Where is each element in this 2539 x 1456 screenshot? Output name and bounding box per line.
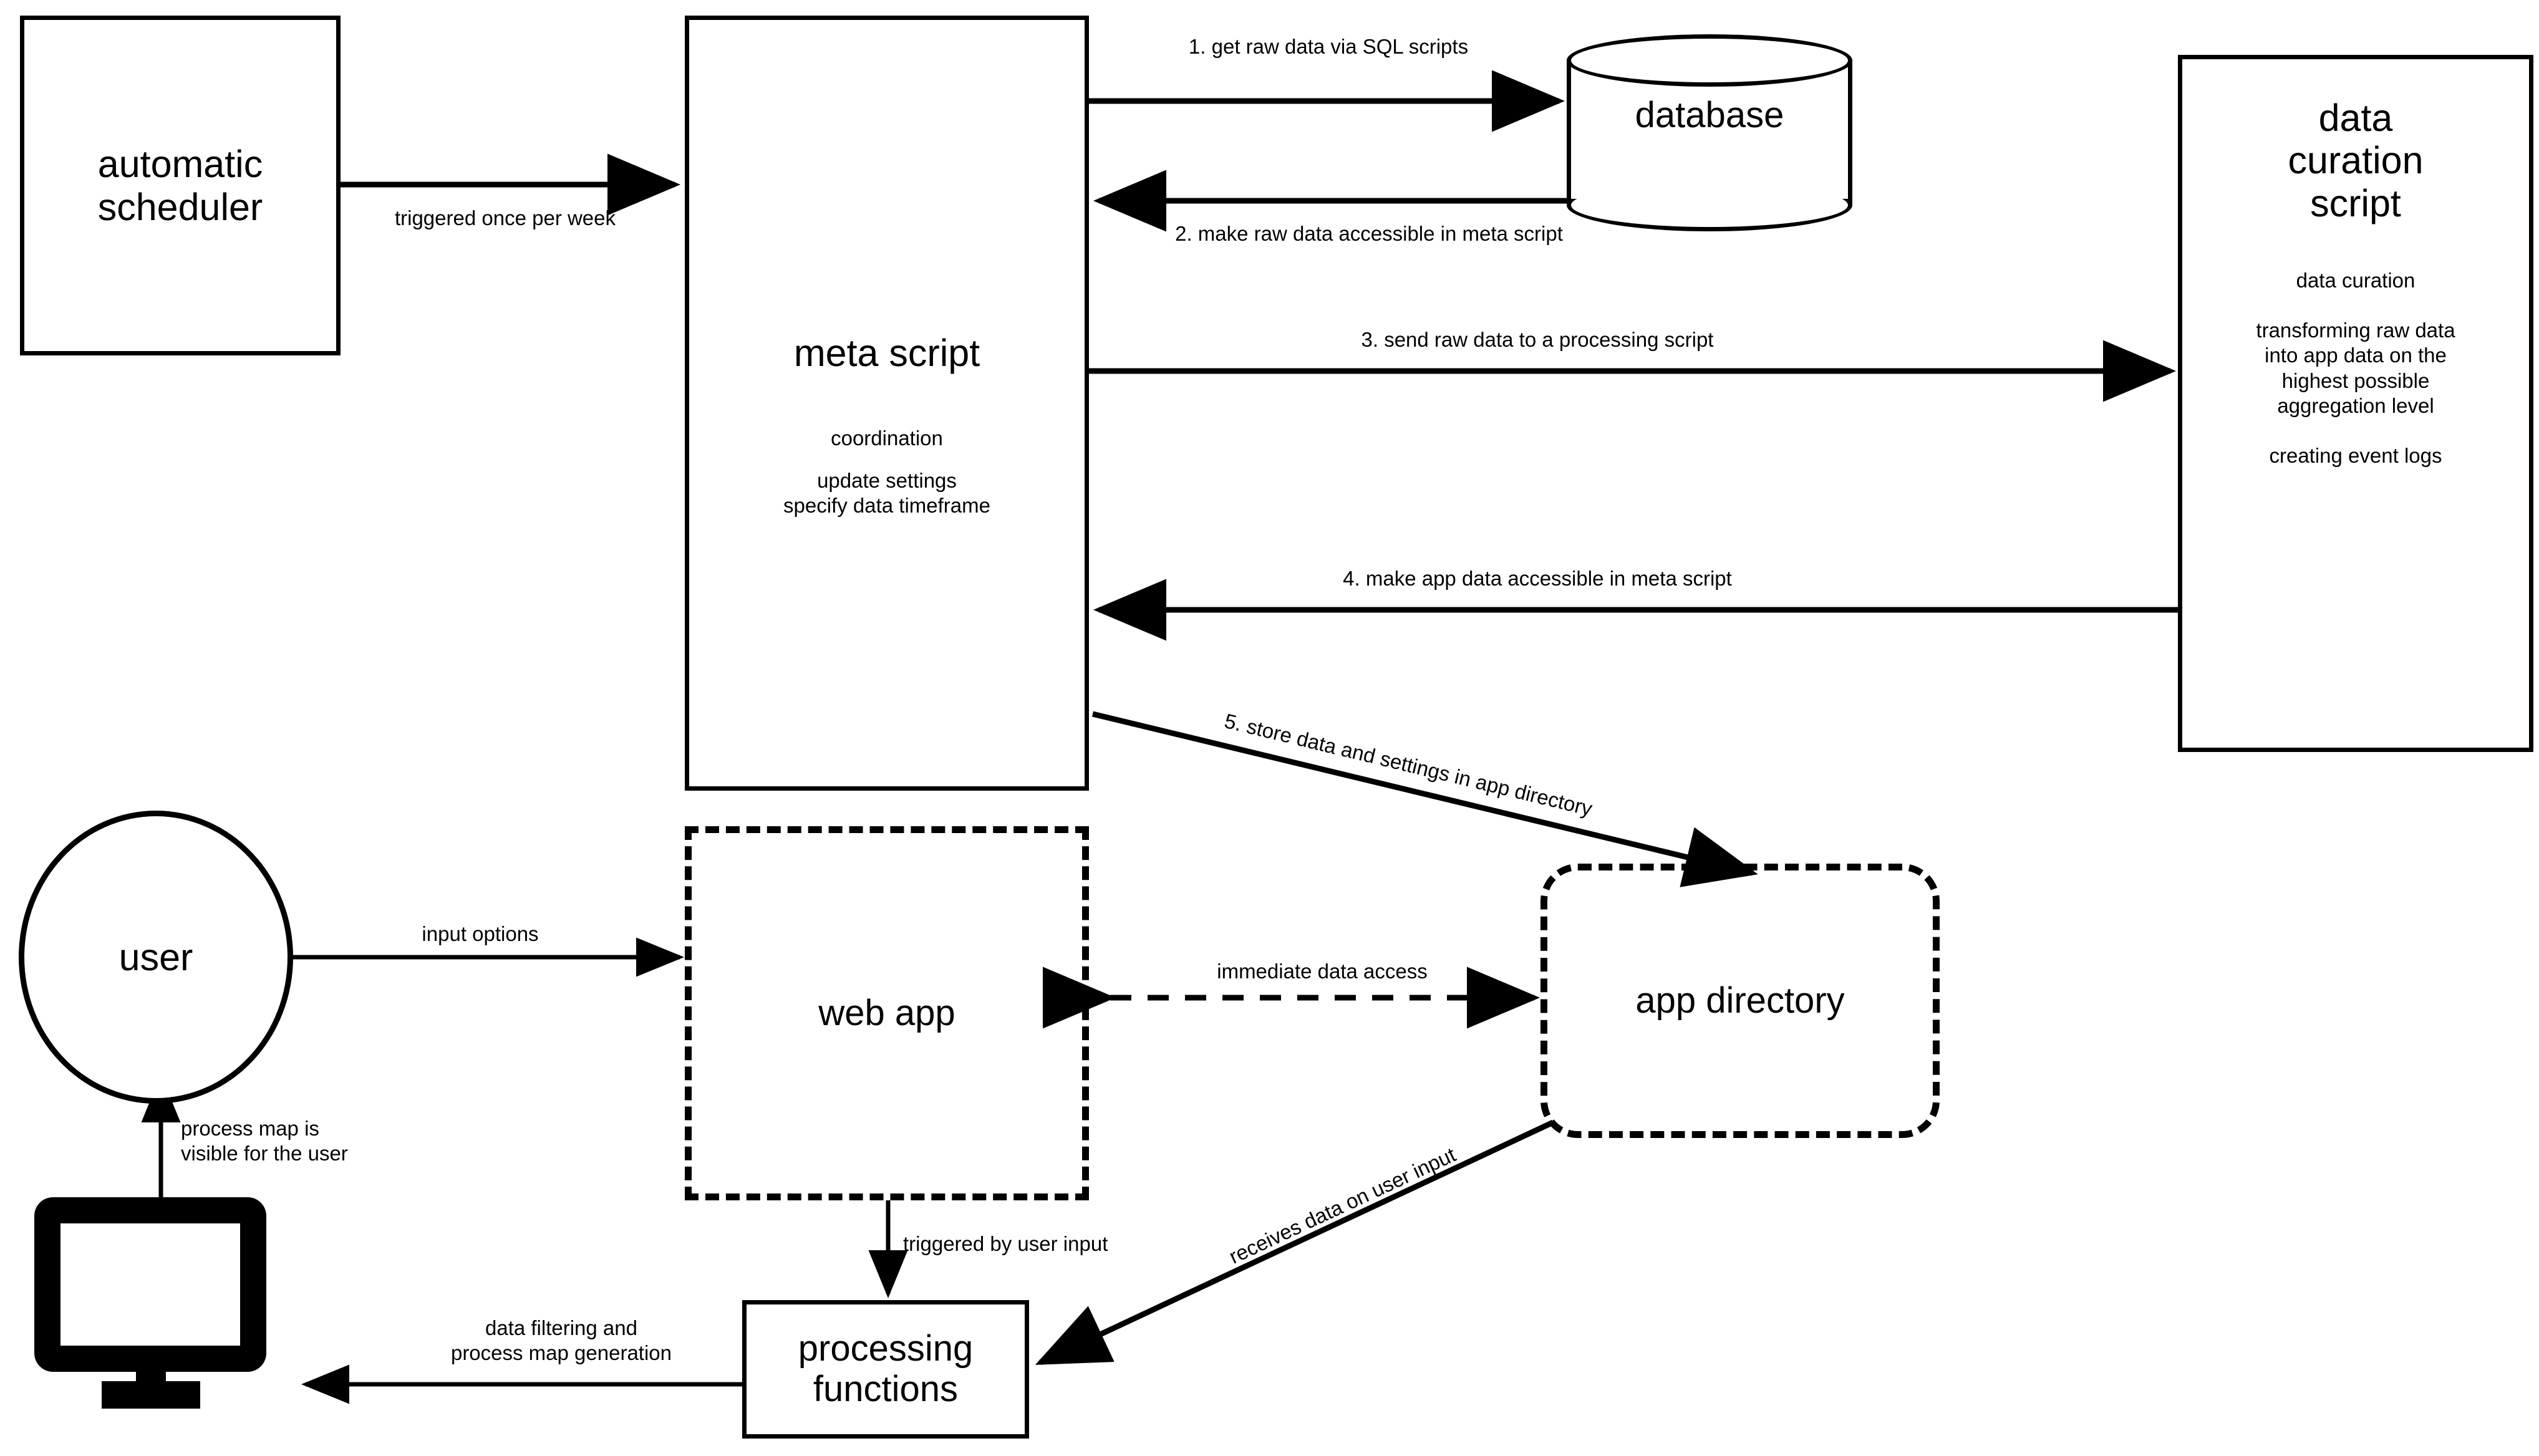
edge-label-process-map-visible: process map is visible for the user	[181, 1117, 348, 1165]
node-database[interactable]: database	[1567, 34, 1852, 240]
automatic-scheduler-label: automatic scheduler	[97, 143, 263, 228]
user-label: user	[118, 935, 193, 978]
meta-script-detail-settings: update settings specify data timeframe	[783, 468, 990, 517]
node-web-app[interactable]: web app	[685, 826, 1089, 1200]
web-app-label: web app	[818, 992, 955, 1033]
node-automatic-scheduler[interactable]: automatic scheduler	[20, 16, 341, 355]
node-data-curation-script[interactable]: data curation script data curation trans…	[2178, 55, 2533, 752]
node-meta-script[interactable]: meta script coordination update settings…	[685, 16, 1089, 791]
database-cylinder-top	[1567, 34, 1852, 87]
edge-label-send-raw-data: 3. send raw data to a processing script	[1361, 328, 1714, 351]
edge-label-make-app-data-accessible: 4. make app data accessible in meta scri…	[1343, 567, 1732, 590]
edge-label-get-raw-data: 1. get raw data via SQL scripts	[1188, 35, 1469, 58]
data-curation-script-label: data curation script	[2288, 97, 2424, 224]
monitor-icon	[31, 1194, 290, 1409]
edge-label-triggered-once-per-week: triggered once per week	[394, 206, 616, 229]
data-curation-detail-eventlogs: creating event logs	[2269, 444, 2442, 468]
node-app-directory[interactable]: app directory	[1540, 864, 1940, 1138]
edge-label-immediate-data-access: immediate data access	[1217, 960, 1428, 983]
data-curation-detail-curation: data curation	[2296, 268, 2416, 292]
edge-label-input-options: input options	[422, 922, 539, 945]
meta-script-label: meta script	[793, 332, 980, 374]
edge-label-data-filtering: data filtering and process map generatio…	[450, 1316, 672, 1365]
processing-functions-label: processing functions	[798, 1328, 974, 1409]
node-processing-functions[interactable]: processing functions	[742, 1300, 1029, 1439]
data-curation-detail-transforming: transforming raw data into app data on t…	[2256, 319, 2455, 417]
edge-label-triggered-by-user-input: triggered by user input	[903, 1232, 1108, 1255]
app-directory-label: app directory	[1635, 980, 1845, 1021]
database-label: database	[1635, 95, 1784, 135]
edge-meta-to-appdirectory	[1091, 711, 1758, 887]
edge-appdirectory-to-processing	[1035, 1119, 1554, 1366]
node-user[interactable]: user	[19, 811, 293, 1104]
meta-script-detail-coordination: coordination	[831, 427, 943, 450]
edge-label-make-raw-data-accessible: 2. make raw data accessible in meta scri…	[1175, 222, 1563, 245]
